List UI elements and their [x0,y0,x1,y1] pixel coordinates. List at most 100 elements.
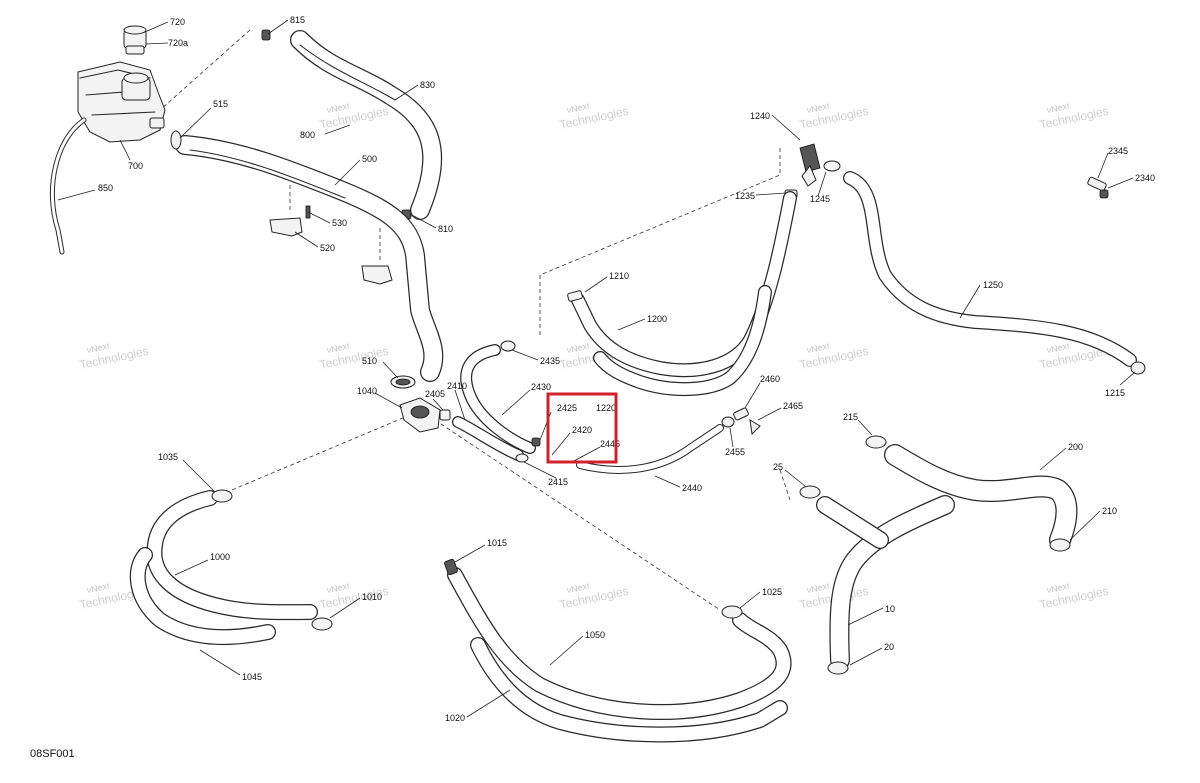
callout-720a: 720a [168,38,188,48]
callout-1010: 1010 [362,592,382,602]
callout-2460: 2460 [760,374,780,384]
reservoir-cap-720 [123,25,147,55]
svg-text:vNext: vNext [1046,341,1071,356]
callout-500: 500 [362,154,377,164]
hose-2440 [576,424,724,474]
hose-200 [884,444,1078,551]
callout-720: 720 [170,17,185,27]
svg-text:vNext: vNext [326,101,351,116]
bracket-520 [269,217,393,285]
clamp-215 [865,435,887,449]
callout-2455: 2455 [725,447,745,457]
callout-2420: 2420 [572,425,592,435]
callout-1040: 1040 [357,386,377,396]
svg-text:vNext: vNext [326,341,351,356]
callout-1025: 1025 [762,587,782,597]
callout-1220: 1220 [596,403,616,413]
clamp-25 [799,485,821,499]
callout-2430: 2430 [531,382,551,392]
callout-520: 520 [320,243,335,253]
fitting-2425 [531,437,541,447]
callout-2425: 2425 [557,403,577,413]
hose-1220 [593,285,772,396]
callout-1215: 1215 [1105,388,1125,398]
hose-2430 [452,416,524,461]
clamp-210 [1049,538,1071,552]
callout-20: 20 [884,642,894,652]
clamp-1025 [721,605,743,619]
callout-2405: 2405 [425,389,445,399]
callout-800: 800 [300,130,315,140]
clamp-1015 [444,558,458,576]
hose-1000 [146,490,318,621]
clamp-815 [261,29,271,41]
clamp-20 [827,661,849,675]
tee-hose-10 [816,495,955,670]
callout-2415: 2415 [548,477,568,487]
callout-210: 210 [1102,506,1117,516]
svg-text:vNext: vNext [806,581,831,596]
svg-text:vNext: vNext [326,581,351,596]
callout-25: 25 [773,462,783,472]
callout-1045: 1045 [242,672,262,682]
callout-2445: 2445 [600,439,620,449]
callout-1035: 1035 [158,452,178,462]
clamp-1210 [567,290,583,302]
callout-1200: 1200 [647,314,667,324]
svg-text:vNext: vNext [86,341,111,356]
callout-2440: 2440 [682,483,702,493]
callout-2465: 2465 [783,401,803,411]
callout-2345: 2345 [1108,146,1128,156]
hose-1250 [843,171,1137,367]
clamp-2435 [500,340,516,352]
clamp-2415 [515,453,529,463]
hose-2410 [460,344,536,454]
callout-850: 850 [98,183,113,193]
svg-text:vNext: vNext [1046,101,1071,116]
fitting-2465 [749,419,761,436]
callout-515: 515 [213,99,228,109]
assembly-lines [159,29,791,611]
clamp-1010 [311,617,333,631]
clamp-1035 [211,489,233,503]
callout-10: 10 [885,604,895,614]
callout-1020: 1020 [445,713,465,723]
callout-2410: 2410 [447,381,467,391]
callout-1000: 1000 [210,552,230,562]
callout-830: 830 [420,80,435,90]
callout-530: 530 [332,218,347,228]
fitting-2460 [733,407,749,421]
diagram-reference-code: 08SF001 [30,748,75,760]
svg-text:vNext: vNext [806,101,831,116]
leader-lines [57,19,1136,718]
callout-1245: 1245 [810,194,830,204]
hose-1020 [470,637,788,743]
clamp-515 [170,130,182,150]
callout-1235: 1235 [735,191,755,201]
callout-1240: 1240 [750,111,770,121]
callout-810: 810 [438,224,453,234]
svg-text:vNext: vNext [806,341,831,356]
hose-1050 [447,567,792,720]
svg-text:vNext: vNext [566,101,591,116]
callout-200: 200 [1068,442,1083,452]
housing-1040 [399,397,441,433]
clamp-510 [390,375,416,389]
fitting-1240 [799,143,821,187]
callout-1250: 1250 [983,280,1003,290]
callout-1015: 1015 [487,538,507,548]
callout-1210: 1210 [609,271,629,281]
callout-labels: 720 720a 815 830 800 515 700 850 500 810… [98,15,1155,723]
highlight-box [546,392,618,464]
